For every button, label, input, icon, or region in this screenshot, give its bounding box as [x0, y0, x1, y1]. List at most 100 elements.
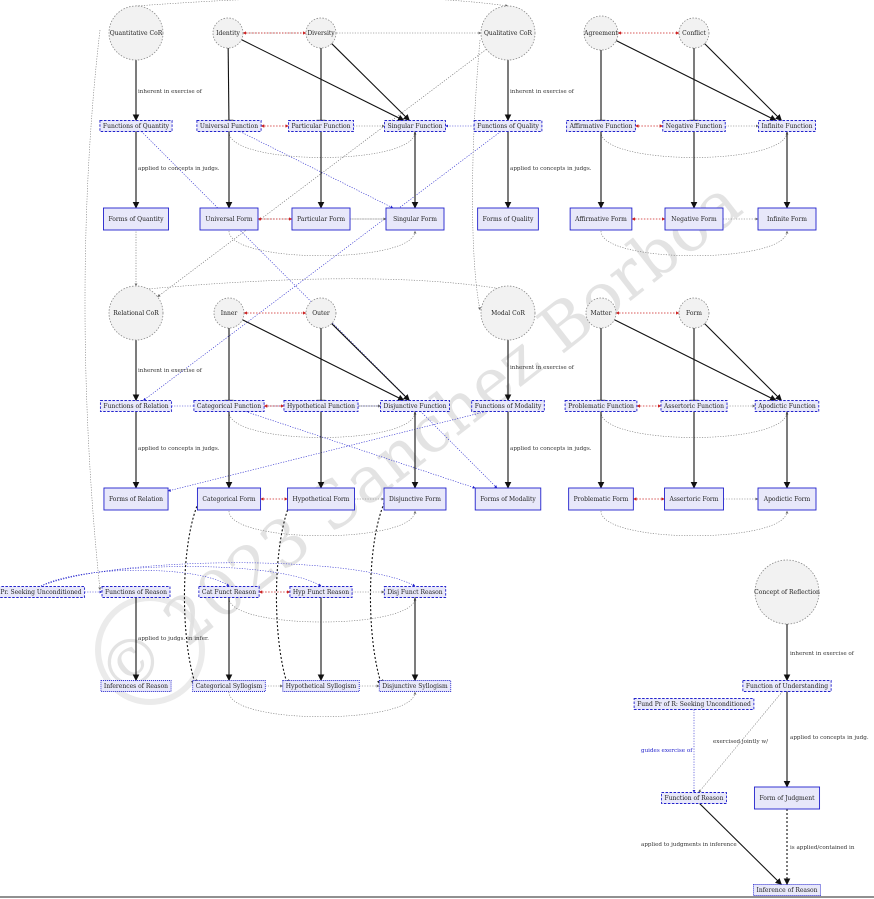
node-box-fneg [662, 120, 726, 132]
node-label-fpart: Particular Function [291, 123, 350, 130]
node-circle-agreement [583, 15, 619, 51]
node-fass: Assertoric Function [660, 400, 728, 412]
node-fprob: Problematic Function [564, 400, 638, 412]
node-circle-matter [585, 297, 617, 329]
node-label-fsing: Singular Function [388, 123, 443, 130]
node-label-form: Form [686, 310, 702, 317]
node-box-fass [660, 400, 728, 412]
node-label-forminf: Infinite Form [767, 216, 807, 223]
edge-label-l4: applied to concepts in judgs. [510, 166, 592, 172]
loop-form-formcat [228, 510, 417, 537]
node-fpart: Particular Function [287, 120, 355, 132]
node-label-fhyp: Hypothetical Function [287, 403, 355, 410]
edge-funreason-infofreason [699, 803, 782, 885]
node-faff: Affirmative Function [566, 120, 636, 132]
node-label-faff: Affirmative Function [569, 123, 633, 130]
edge-labels: inherent in exercise of applied to concep… [138, 89, 869, 851]
node-label-catsyl: Categorical Syllogism [196, 683, 263, 690]
edge-label-l11: applied to concepts in judg. [790, 735, 869, 741]
edge-fquant-formmod [141, 131, 498, 489]
arc-qual-mod [472, 39, 481, 311]
node-box-formdisj [383, 487, 447, 511]
node-label-inner: Inner [221, 310, 238, 317]
node-formprob: Problematic Form [568, 487, 634, 511]
edge-label-l6: applied to concepts in judgs. [138, 446, 220, 452]
node-label-concrefl: Concept of Reflection [754, 589, 820, 596]
prseek-to-cat [40, 570, 230, 587]
node-formjudg: Form of Judgment [753, 786, 821, 810]
node-box-formrel [103, 487, 169, 511]
node-catfr: Cat Funct Reason [198, 586, 260, 598]
node-label-formaff: Affirmative Form [574, 216, 627, 223]
edge-conflict-finf [704, 43, 782, 121]
edge-label-l7: inherent in exercise of [510, 365, 575, 371]
edge-diversity-fsing [331, 43, 410, 121]
loop-form-formaff [600, 230, 789, 257]
node-prseek: Pr. Seeking Unconditioned [0, 586, 86, 598]
node-qcor: Quantitative CoR [108, 5, 164, 61]
node-box-formapod [757, 487, 817, 511]
node-formneg: Negative Form [664, 207, 724, 231]
node-box-formcat [196, 487, 262, 511]
node-formquant: Forms of Quantity [103, 207, 169, 231]
node-diversity: Diversity [305, 17, 337, 49]
node-box-formpart [291, 207, 351, 231]
node-box-prseek [0, 586, 86, 598]
edge-form-fapod [704, 323, 782, 401]
nodes: Quantitative CoR Identity Diversity Qualita… [0, 5, 832, 896]
node-formass: Assertoric Form [664, 487, 724, 511]
copyright-circle [95, 595, 205, 705]
node-box-hypfr [289, 586, 353, 598]
node-box-infofreason [753, 884, 821, 896]
node-label-matter: Matter [591, 310, 612, 317]
node-label-funund: Function of Understanding [746, 683, 828, 690]
loop-func-fprob [600, 411, 789, 438]
node-qualcor: Qualitative CoR [480, 5, 536, 61]
arc-left [84, 29, 102, 591]
node-label-fcat: Categorical Function [197, 403, 261, 410]
node-funreason: Function of Reason [661, 792, 727, 804]
edge-funund-funreason [698, 691, 783, 793]
edge-label-l12: exercised jointly w/ [713, 739, 768, 745]
node-box-disjsyl [378, 680, 452, 692]
node-label-formuniv: Universal Form [205, 216, 252, 223]
node-label-fqual: Functions of Quality [477, 123, 539, 130]
node-circle-concrefl [754, 559, 820, 625]
node-label-catfr: Cat Funct Reason [202, 589, 256, 596]
node-finf: Infinite Function [758, 120, 816, 132]
node-forminf: Infinite Form [757, 207, 817, 231]
node-box-funiv [196, 120, 262, 132]
node-inner: Inner [213, 297, 245, 329]
loop-func-funiv [228, 131, 417, 158]
node-label-prseek: Pr. Seeking Unconditioned [0, 589, 81, 596]
node-box-disjfr [383, 586, 447, 598]
edge-identity-fsing [241, 39, 405, 121]
arc-top [135, 0, 509, 8]
node-box-fcat [193, 400, 265, 412]
node-fhyp: Hypothetical Function [283, 400, 359, 412]
edge-inner-fdisj [242, 319, 405, 401]
node-label-formass: Assertoric Form [669, 496, 719, 503]
node-formuniv: Universal Form [199, 207, 259, 231]
node-label-hypsyl: Hypothetical Syllogism [286, 683, 357, 690]
node-circle-qcor [108, 5, 164, 61]
node-hypsyl: Hypothetical Syllogism [282, 680, 360, 692]
edge-funiv-formsing [239, 131, 394, 209]
node-label-identity: Identity [216, 30, 240, 37]
node-hypfr: Hyp Funct Reason [289, 586, 353, 598]
loop-syl [228, 691, 417, 718]
node-funiv: Universal Function [196, 120, 262, 132]
node-box-fmod [471, 400, 545, 412]
node-circle-outer [305, 297, 337, 329]
edge-agreement-finf [615, 40, 777, 121]
edge-label-l3: inherent in exercise of [510, 89, 575, 95]
node-formhyp: Hypothetical Form [287, 487, 355, 511]
node-label-funiv: Universal Function [200, 123, 258, 130]
node-circle-qualcor [480, 5, 536, 61]
node-box-fdisj [380, 400, 450, 412]
node-fquant: Functions of Quantity [99, 120, 173, 132]
edge-label-l13: guides exercise of [641, 748, 693, 754]
edge-identity-funiv [224, 47, 234, 122]
node-formmod: Forms of Modality [474, 487, 542, 511]
